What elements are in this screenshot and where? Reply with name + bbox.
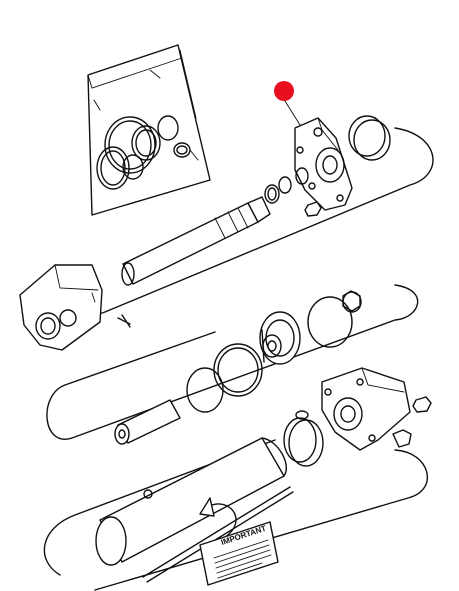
warning-label: IMPORTANT [199, 521, 279, 586]
piston-rod-icon [121, 196, 271, 286]
cylinder-barrel-icon [95, 437, 287, 566]
piston-icon [259, 311, 301, 365]
spacer-tube-icon [114, 399, 181, 445]
rod-clevis-icon [19, 264, 131, 351]
highlight-marker[interactable] [274, 81, 294, 101]
piston-seals-icon [186, 290, 362, 413]
tie-rod-icon [142, 486, 294, 583]
gland-seals-icon [264, 115, 391, 217]
base-end-cap-icon [283, 367, 432, 467]
end-cap-gland-icon [294, 117, 353, 211]
seal-kit-bag-icon [87, 44, 211, 216]
